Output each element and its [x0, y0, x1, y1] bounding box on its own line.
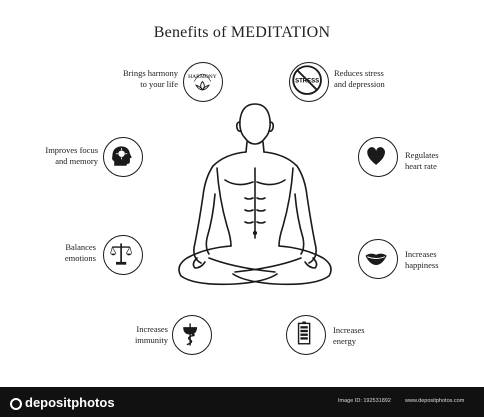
svg-text:STRESS: STRESS [295, 78, 319, 84]
heart-icon [358, 137, 398, 177]
medicine-caduceus-icon [172, 315, 212, 355]
site-url: www.depositphotos.com [405, 398, 465, 404]
meditating-figure [178, 103, 332, 286]
svg-text:HARMONY: HARMONY [188, 74, 217, 80]
image-id: Image ID: 192531892 [338, 398, 391, 404]
logo-icon [10, 398, 22, 410]
head-brain-icon [103, 137, 143, 177]
diagram-title: Benefits of MEDITATION [153, 24, 331, 41]
footer-bar: depositphotos Image ID: 192531892 www.de… [0, 387, 484, 417]
no-stress-icon: STRESS [289, 62, 329, 102]
smile-lips-icon [358, 239, 398, 279]
brand-logo: depositphotos [10, 395, 115, 410]
lotus-harmony-icon: HARMONY [183, 62, 223, 102]
scales-icon [103, 235, 143, 275]
battery-icon [286, 315, 326, 355]
